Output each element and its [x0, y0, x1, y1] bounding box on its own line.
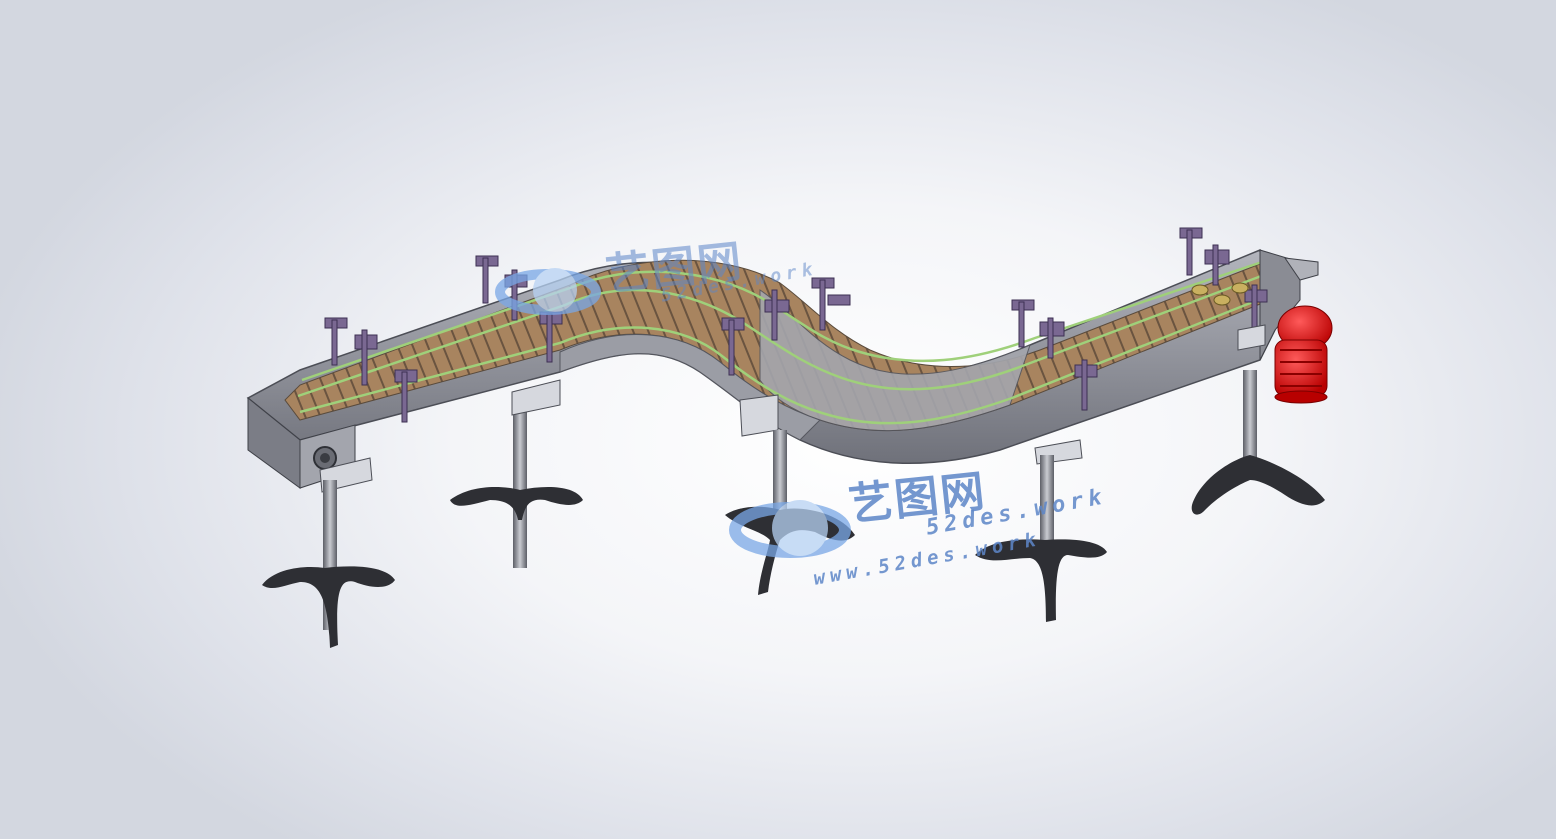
leg-stand [975, 455, 1107, 622]
guide-rail-bracket [324, 227, 1268, 423]
watermark-logo [495, 268, 601, 315]
product-containers [1191, 282, 1249, 306]
watermark-logo [729, 500, 851, 558]
leg-stand [450, 398, 583, 568]
motor [1274, 305, 1333, 404]
leg-stand [1191, 370, 1325, 515]
guide-rail [297, 260, 1269, 425]
leg-stand [262, 480, 395, 648]
